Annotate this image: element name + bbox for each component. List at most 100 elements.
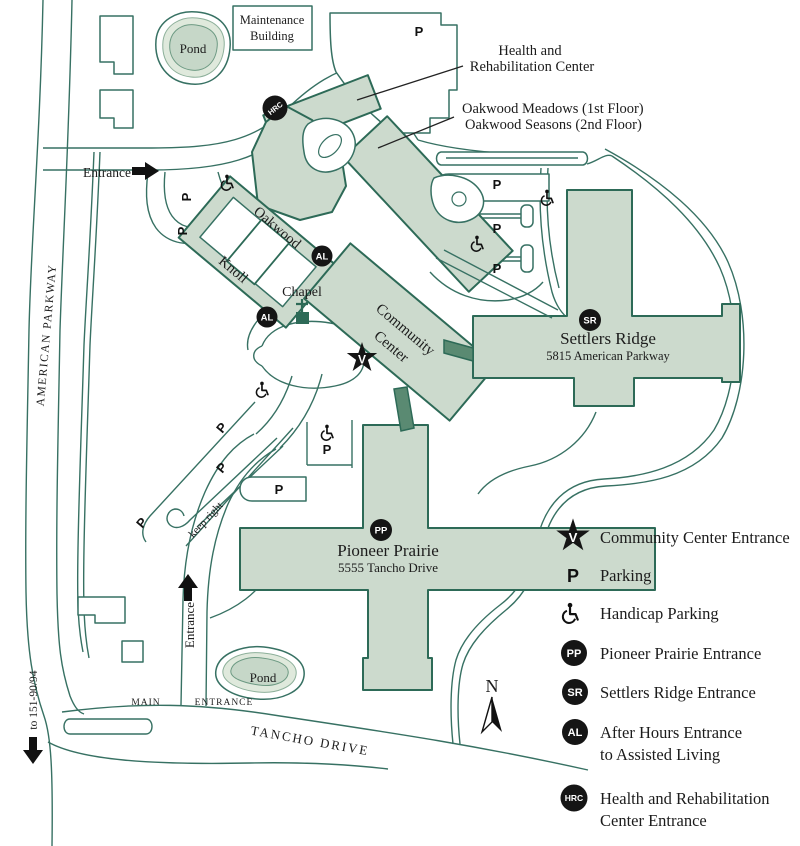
courtyards [302,117,559,319]
tancho-drive-label: TANCHO DRIVE [250,723,371,759]
legend-row-settlers: SR Settlers Ridge Entrance [562,679,756,705]
oakwood-seasons-label: Oakwood Seasons (2nd Floor) [465,117,642,133]
pp-entrance-label: PP [375,526,388,537]
american-parkway-label: AMERICAN PARKWAY [35,263,59,406]
maintenance-box [232,5,313,51]
corridor-line [435,249,559,319]
road-path [142,401,256,543]
highway-arrow-down-icon [23,737,43,764]
hrc-entrance-icon [560,784,588,812]
legend-label: After Hours Entrance [600,723,742,742]
road-path [205,448,277,707]
garden-path [451,191,467,207]
road-path [477,411,597,495]
parking-p: P [493,177,502,192]
svg-text:V: V [358,353,366,367]
road-path [61,704,589,771]
entrance-markers: HRC AL AL V PP SR [256,95,601,541]
road-path [255,375,293,435]
walkway-connector [443,339,474,362]
entrance-nw-label: Entrance [83,165,131,180]
oakwood-meadows-label: Oakwood Meadows (1st Floor) [462,101,644,117]
main-label: MAIN [131,698,160,708]
road-path [306,420,353,468]
road-path [429,271,544,302]
community-entrance-star-icon: V [556,518,590,551]
legend-label: Pioneer Prairie Entrance [600,644,761,663]
road-path [586,154,613,165]
road-path [76,151,95,653]
parking-p: P [493,221,502,236]
hrc-entrance-marker [262,95,288,121]
road-path [47,741,389,770]
road-path [166,437,278,529]
handicap-icon [255,381,269,398]
road-island [63,718,153,735]
road-path [279,373,323,449]
pond-north [155,11,231,85]
pp-entrance-marker [370,519,392,541]
settlers-ridge-building [472,189,741,407]
maintenance-building: Maintenance Building [232,5,313,51]
parking-median [520,204,534,228]
maintenance-label: Building [250,29,295,43]
parking-p: P [179,192,194,201]
entrance-arrow-up-icon [178,574,198,601]
building-outline [77,596,126,624]
oakwood-knoll-inner-building [225,218,291,286]
buildings [177,74,741,691]
pond-inner [169,24,218,71]
parking-p: P [275,482,284,497]
maintenance-label: Maintenance [240,13,305,27]
settlers-ridge-label: Settlers Ridge [560,329,656,348]
legend-label: Health and Rehabilitation [600,789,770,808]
svg-text:HRC: HRC [565,793,583,803]
community-center-building [303,242,497,422]
legend-row-hrc: HRC Health and Rehabilitation Center Ent… [560,784,770,830]
road-path [180,433,255,706]
parking-row-pp [239,476,307,502]
legend-row-pioneer: PP Pioneer Prairie Entrance [561,640,761,666]
pond-south [215,645,305,700]
courtyard [302,117,356,173]
pp-entrance-icon [561,640,587,666]
legend-row-handicap: Handicap Parking [561,602,719,624]
legend-label: Center Entrance [600,811,707,830]
chapel-label: Chapel [282,285,322,300]
chapel-square [296,312,309,324]
handicap-icon [561,602,579,624]
chapel-cross-icon [296,299,308,313]
roads [25,0,745,846]
pioneer-prairie-label: Pioneer Prairie [337,541,439,560]
road-path [261,359,365,389]
legend: V Community Center Entrance P Parking Ha… [556,518,790,830]
north-compass-icon: N [480,676,502,735]
walkway-connector [393,386,415,432]
road-path [82,151,101,659]
road-path [457,148,745,745]
legend-row-after-hours: AL After Hours Entrance to Assisted Livi… [562,719,742,764]
road-path [450,155,736,745]
to-highway-label: to 151-90/94 [28,670,40,729]
community-entrance-star-icon: V [346,342,378,371]
parking-p: P [133,514,150,531]
legend-label: to Assisted Living [600,745,720,764]
legend-row-community-entrance: V Community Center Entrance [556,518,790,551]
entrance-south-label: Entrance [182,602,197,648]
leader-line [356,65,464,101]
legend-label: Handicap Parking [600,604,719,623]
callouts: Health and Rehabilitation Center Oakwood… [356,43,644,149]
al-entrance-marker [311,245,333,267]
road-path [25,0,53,846]
svg-text:V: V [569,530,578,545]
entrance-caps-label: ENTRANCE [195,698,254,708]
leader-line [377,116,455,149]
svg-text:AL: AL [568,727,583,739]
entrance-arrow-right-icon [132,162,159,180]
parking-p: P [175,226,190,235]
al-entrance-icon [562,719,588,745]
road-path [253,345,263,367]
parking-median [520,244,534,273]
handicap-icon [320,424,334,441]
